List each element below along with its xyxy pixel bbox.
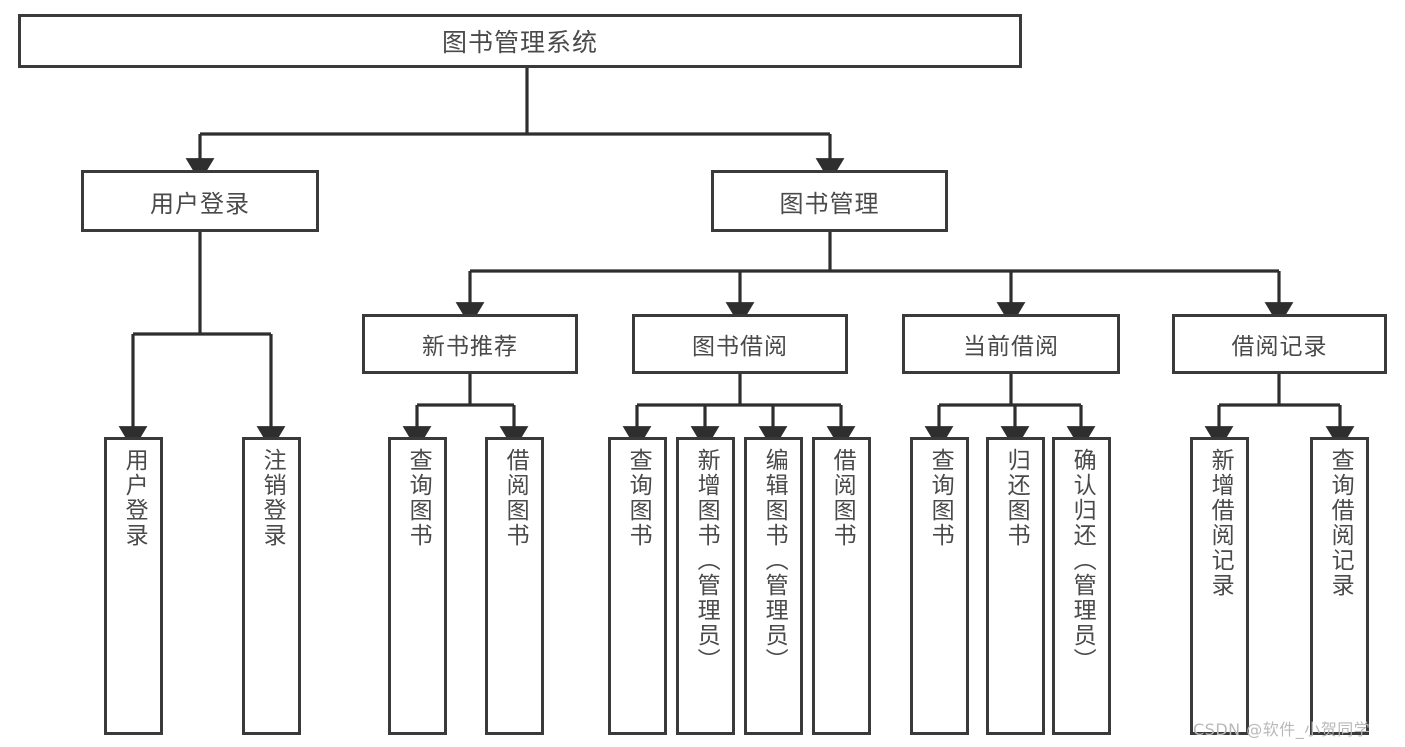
leaf-user-login[interactable]: 用户登录: [104, 437, 163, 735]
node-current-borrow[interactable]: 当前借阅: [902, 314, 1120, 374]
leaf-borrow-book-new[interactable]: 借阅图书: [485, 437, 544, 735]
leaf-logout[interactable]: 注销登录: [242, 437, 301, 735]
leaf-query-borrow-record[interactable]: 查询借阅记录: [1310, 437, 1369, 735]
node-label: 查询图书: [927, 448, 954, 548]
node-label: 图书管理: [779, 189, 880, 218]
node-label: 新增借阅记录: [1207, 448, 1234, 598]
node-label: 图书借阅: [692, 334, 788, 360]
leaf-add-book-admin[interactable]: 新增图书（管理员）: [676, 437, 735, 735]
node-label: 用户登录: [150, 189, 250, 218]
node-label: 注销登录: [259, 448, 286, 548]
node-label: 借阅图书: [829, 448, 856, 548]
node-label: 新增图书（管理员）: [693, 448, 720, 673]
leaf-query-book-new[interactable]: 查询图书: [388, 437, 447, 735]
node-label: 当前借阅: [963, 334, 1059, 360]
leaf-edit-book-admin[interactable]: 编辑图书（管理员）: [744, 437, 803, 735]
leaf-query-book-borrow[interactable]: 查询图书: [608, 437, 667, 735]
leaf-return-book[interactable]: 归还图书: [986, 437, 1045, 735]
node-label: 借阅记录: [1231, 334, 1328, 360]
node-label: 用户登录: [121, 448, 148, 548]
node-label: 查询图书: [625, 448, 652, 548]
leaf-borrow-book[interactable]: 借阅图书: [812, 437, 871, 735]
leaf-confirm-return-admin[interactable]: 确认归还（管理员）: [1052, 437, 1111, 735]
watermark: CSDN @软件_小贺同学: [1193, 720, 1371, 739]
node-label: 归还图书: [1003, 448, 1030, 548]
node-label: 借阅图书: [502, 448, 529, 548]
node-label: 查询图书: [405, 448, 432, 548]
node-book-management[interactable]: 图书管理: [711, 170, 948, 232]
node-book-borrow[interactable]: 图书借阅: [632, 314, 848, 374]
node-user-login[interactable]: 用户登录: [81, 170, 319, 232]
node-label: 查询借阅记录: [1327, 448, 1354, 598]
leaf-add-borrow-record[interactable]: 新增借阅记录: [1190, 437, 1249, 735]
leaf-query-book-current[interactable]: 查询图书: [910, 437, 969, 735]
node-new-book-recommend[interactable]: 新书推荐: [362, 314, 578, 374]
node-root-system[interactable]: 图书管理系统: [18, 14, 1022, 68]
node-label: 新书推荐: [422, 334, 518, 360]
node-label: 编辑图书（管理员）: [761, 448, 788, 673]
node-borrow-record[interactable]: 借阅记录: [1172, 314, 1387, 374]
node-label: 确认归还（管理员）: [1069, 448, 1096, 673]
node-label: 图书管理系统: [441, 28, 598, 57]
